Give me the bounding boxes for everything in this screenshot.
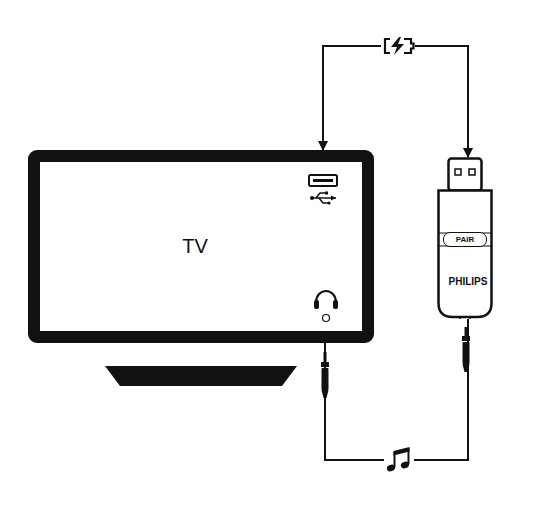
node-label: TV bbox=[182, 235, 208, 258]
usb-dongle: PHILIPS PAIR bbox=[437, 157, 499, 319]
node-label: PHILIPS bbox=[437, 276, 499, 287]
node-label: PAIR bbox=[456, 235, 475, 244]
music-note-icon bbox=[384, 446, 414, 474]
pair-button: PAIR bbox=[443, 232, 487, 247]
charge-line bbox=[323, 46, 468, 157]
tv-stand bbox=[105, 366, 297, 386]
usb-port-icon bbox=[309, 175, 337, 205]
tv-screen: TV bbox=[28, 150, 374, 343]
audio-plug bbox=[321, 352, 329, 398]
headphone-icon bbox=[314, 291, 338, 322]
audio-plug bbox=[462, 327, 470, 372]
charge-icon bbox=[381, 36, 415, 56]
